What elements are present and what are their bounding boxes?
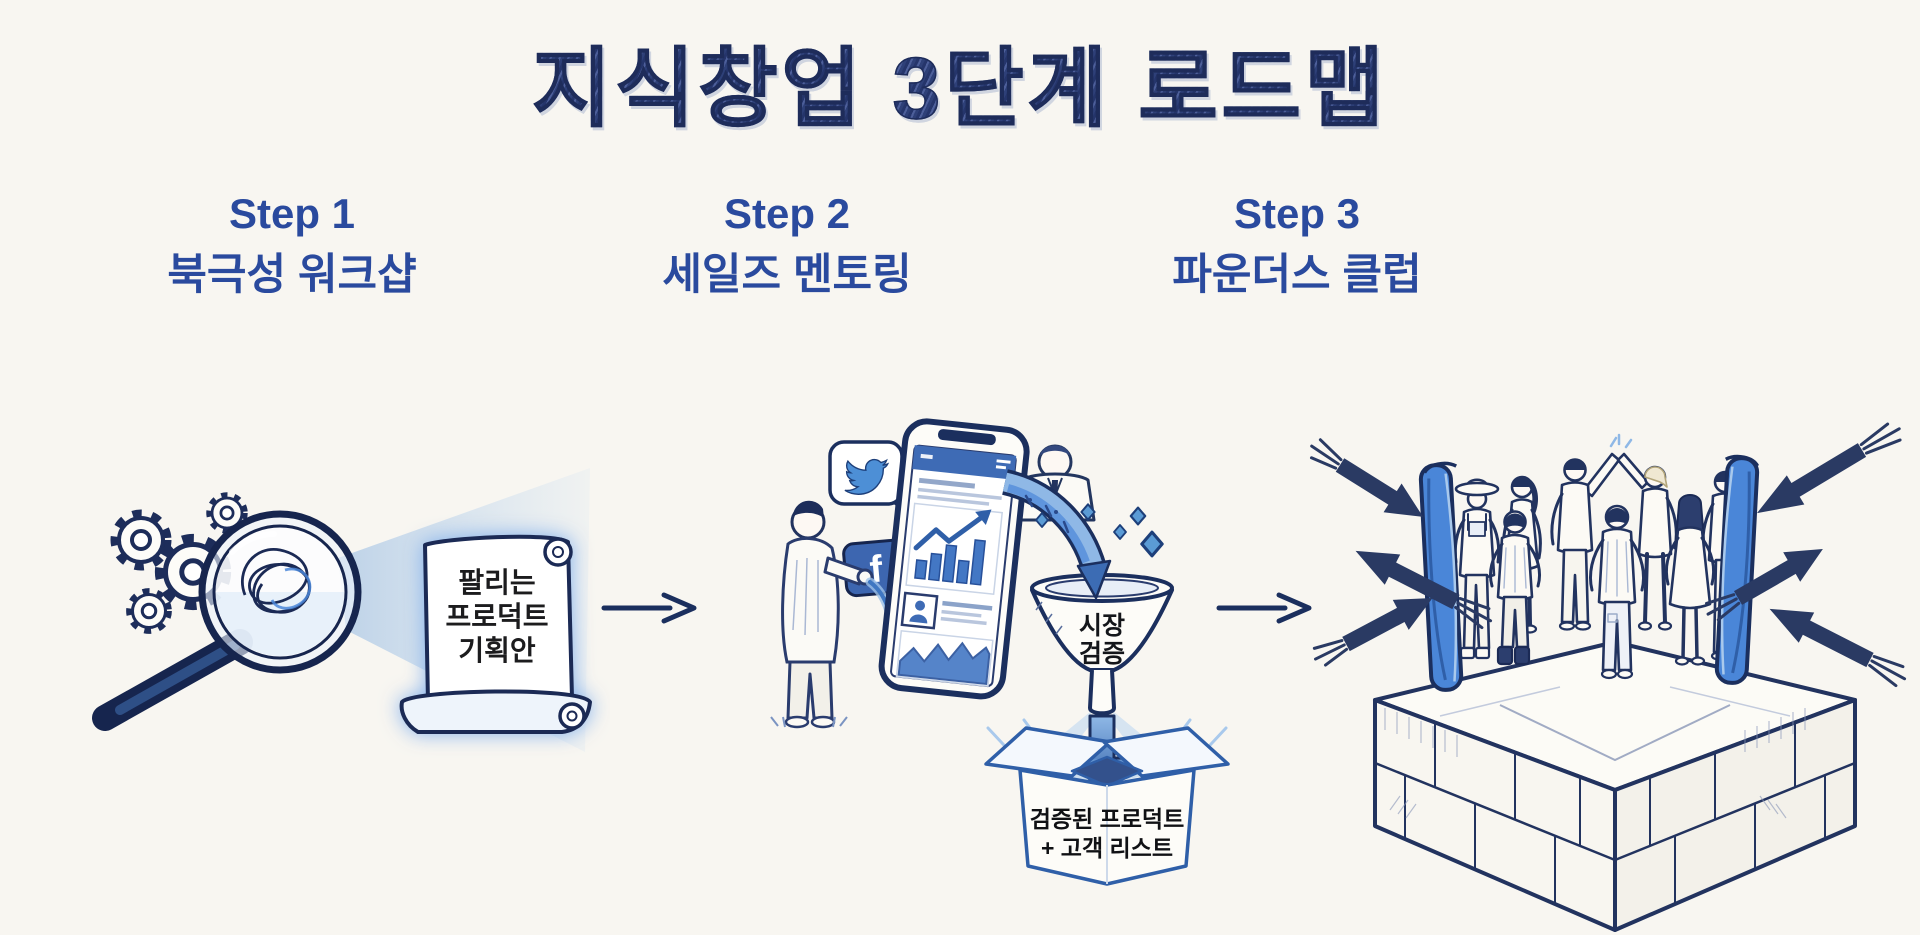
- profile-card-graphic: [900, 591, 993, 630]
- deflect-arrow-icon: [1300, 431, 1434, 533]
- bar-chart-graphic: [905, 502, 1004, 596]
- magnifying-glass-icon: [92, 510, 362, 731]
- step3-name: 파운더스 클럽: [1172, 250, 1422, 299]
- open-box-icon: 검증된 프로덕트 + 고객 리스트: [984, 718, 1230, 886]
- deflect-arrow-icon: [1746, 411, 1909, 530]
- page-title: 지식창업 3단계 로드맵: [0, 18, 1920, 143]
- step3-illustration: [1300, 411, 1915, 932]
- scroll-document: 팔리는 프로덕트 기획안: [399, 534, 592, 734]
- scroll-text-line2: 프로덕트: [445, 601, 548, 632]
- phone-header-bar: [912, 445, 1017, 480]
- step2-header: Step 2 세일즈 멘토링: [587, 188, 987, 302]
- flow-arrow-1-icon: [601, 592, 697, 624]
- gear-icon: [115, 514, 167, 566]
- founder-figure: [1588, 504, 1646, 680]
- step3-label: Step 3: [1233, 190, 1361, 237]
- shield-left-icon: [1418, 461, 1464, 692]
- gear-icon: [130, 592, 169, 631]
- funnel-label-line1: 시장: [1079, 612, 1125, 640]
- swoosh-arrow-icon: [1001, 469, 1112, 600]
- deflect-arrow-icon: [1306, 581, 1443, 677]
- box-label-line1: 검증된 프로덕트: [1030, 806, 1185, 832]
- step1-name: 북극성 워크샵: [167, 250, 417, 299]
- smartphone-mockup: [878, 418, 1030, 700]
- founders-circle: [1453, 433, 1748, 680]
- funnel-icon: 시장 검증: [1030, 573, 1174, 716]
- scroll-text-line3: 기획안: [458, 635, 536, 666]
- falling-gems: [1028, 498, 1164, 558]
- step1-header: Step 1 북극성 워크샵: [92, 188, 492, 302]
- flow-arrow-2-icon: [1216, 592, 1312, 624]
- deflect-arrow-icon: [1760, 592, 1915, 695]
- area-chart-graphic: [895, 629, 994, 687]
- step2-name: 세일즈 멘토링: [662, 250, 912, 299]
- twitter-icon: [844, 458, 890, 495]
- tangled-scribble: [241, 547, 312, 614]
- shield-right-icon: [1714, 454, 1760, 685]
- founder-figure: [1550, 452, 1621, 631]
- founder-figure: [770, 500, 874, 729]
- founder-figure: [1488, 510, 1542, 666]
- phone-notch: [937, 429, 996, 446]
- step1-illustration: 팔리는 프로덕트 기획안: [92, 468, 592, 752]
- step3-header: Step 3 파운더스 클럽: [1097, 188, 1497, 302]
- founder-figure: [1664, 494, 1716, 666]
- step1-label: Step 1: [228, 190, 356, 237]
- step2-label: Step 2: [723, 190, 851, 237]
- scroll-text-line1: 팔리는: [458, 567, 535, 598]
- funnel-label-line2: 검증: [1079, 640, 1125, 668]
- box-label-line2: + 고객 리스트: [1041, 835, 1173, 861]
- step2-illustration: f: [770, 418, 1230, 886]
